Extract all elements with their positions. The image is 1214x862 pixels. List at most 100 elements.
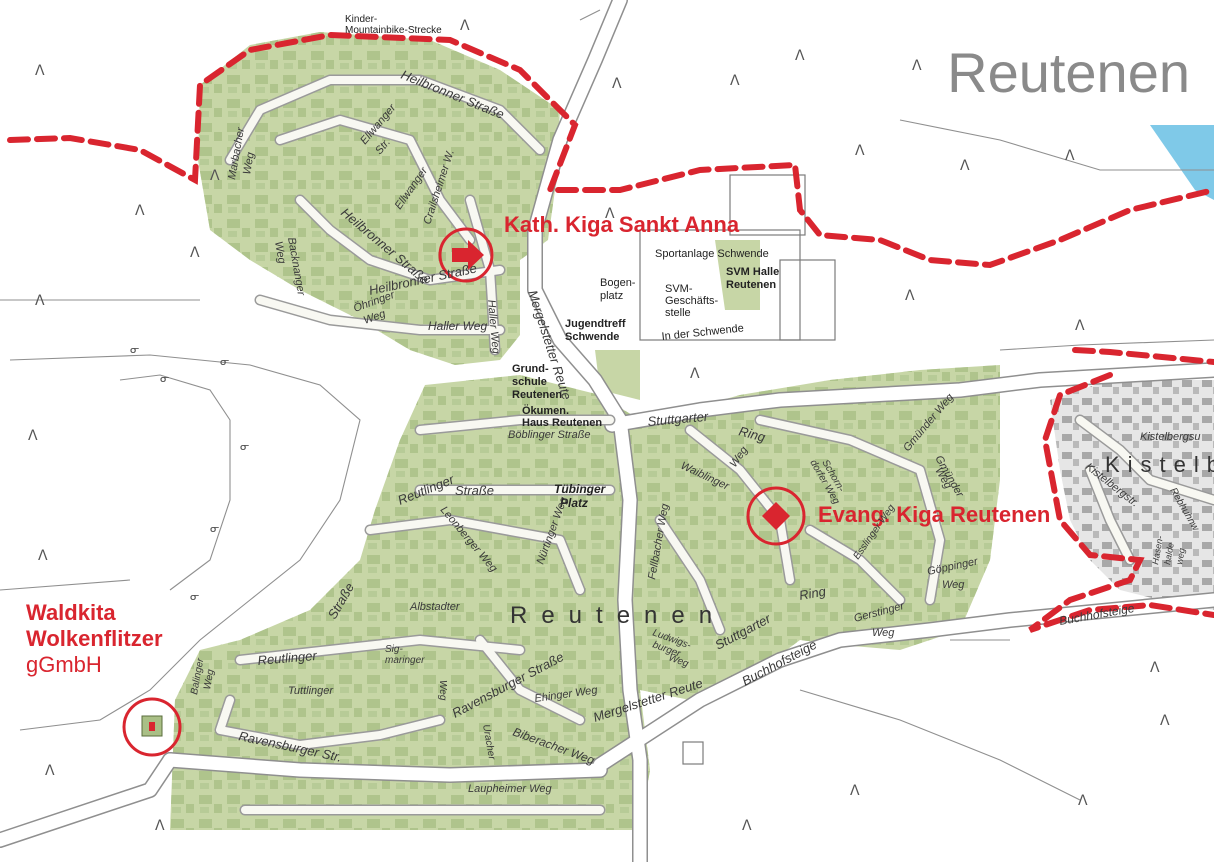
marker-ring [438, 227, 494, 283]
marker-ring [746, 486, 806, 546]
waldkita-label-line2: Wolkenflitzer [26, 626, 163, 651]
svg-text:Λ: Λ [210, 168, 220, 184]
haller-weg-label: Haller Weg [428, 319, 487, 333]
svm-geschaeft-label-3: stelle [665, 307, 691, 319]
kiga-reutenen-label: Evang. Kiga Reutenen [818, 502, 1050, 527]
mtb-label-1: Kinder- [345, 14, 377, 25]
sportanlage-label: Sportanlage Schwende [655, 248, 769, 260]
mtb-label-2: Mountainbike-Strecke [345, 25, 442, 36]
svg-text:Λ: Λ [905, 288, 915, 304]
reutlinger-label-2: Straße [455, 483, 494, 498]
goeppinger-label-2: Weg [942, 579, 965, 591]
svm-geschaeft-label-1: SVM- [665, 283, 693, 295]
grundschule-label-2: schule [512, 376, 547, 388]
kiga-reutenen-marker[interactable]: Evang. Kiga Reutenen [746, 486, 1050, 546]
jugendtreff-label-2: Schwende [565, 331, 619, 343]
waldkita-label-line3: gGmbH [26, 652, 102, 677]
sportanlage-outline [639, 174, 836, 765]
marker-ring [122, 697, 182, 757]
diamond-icon [762, 502, 790, 530]
bogenplatz-label-1: Bogen- [600, 277, 636, 289]
waldkita-marker[interactable]: Waldkita Wolkenflitzer gGmbH [26, 600, 182, 757]
sigmaringer-label-1: Sig- [385, 644, 403, 655]
svg-text:Λ: Λ [38, 548, 48, 564]
sigmaringer-label-3: Weg [437, 680, 448, 701]
haller-weg-label-2: Haller Weg [485, 299, 502, 355]
svg-text:Λ: Λ [1065, 148, 1075, 164]
tuebinger-label-1: Tübinger [554, 482, 607, 496]
map-title: Reutenen [947, 41, 1190, 104]
svg-text:Λ: Λ [1075, 318, 1085, 334]
neighbor-district-label: Kistelb [1105, 452, 1214, 477]
svg-text:ᓂ: ᓂ [160, 372, 169, 385]
svg-text:Λ: Λ [155, 818, 165, 834]
svg-text:Λ: Λ [612, 76, 622, 92]
svg-text:Λ: Λ [960, 158, 970, 174]
svg-text:Λ: Λ [45, 763, 55, 779]
oekumen-label-2: Haus Reutenen [522, 417, 602, 429]
balinger-label-2: Weg [202, 668, 216, 690]
tuebinger-label-2: Platz [560, 496, 588, 510]
marbacher-label-2: Weg [241, 150, 257, 175]
jugendtreff-label-1: Jugendtreff [565, 318, 626, 330]
svg-text:ᓂ: ᓂ [130, 343, 139, 356]
svg-text:Λ: Λ [190, 245, 200, 261]
hasenweg-label-1: Hasen- [1150, 535, 1165, 565]
reutlinger-label-3: Reutlinger [257, 648, 318, 668]
svg-text:Λ: Λ [135, 203, 145, 219]
svg-text:Λ: Λ [742, 818, 752, 834]
house-icon-door [149, 722, 155, 731]
backnanger-label-2: Weg [272, 240, 288, 265]
sigmaringer-label-2: maringer [385, 655, 425, 666]
svg-text:ᓂ: ᓂ [220, 355, 229, 368]
svg-text:Λ: Λ [35, 63, 45, 79]
water-area [1150, 125, 1214, 200]
kistelbergsu-label: Kistelbergsu [1140, 431, 1201, 443]
svg-text:Λ: Λ [460, 18, 470, 34]
svg-text:Λ: Λ [730, 73, 740, 89]
hasenweg-label-2: halde [1162, 542, 1176, 565]
kiga-sankt-anna-marker[interactable]: Kath. Kiga Sankt Anna [438, 212, 740, 283]
svg-text:Λ: Λ [850, 783, 860, 799]
grundschule-label-1: Grund- [512, 363, 549, 375]
svg-text:Λ: Λ [28, 428, 38, 444]
place-labels: Kinder- Mountainbike-Strecke Sportanlage… [345, 14, 779, 510]
svg-text:ᓂ: ᓂ [210, 522, 219, 535]
boeblinger-label: Böblinger Straße [508, 429, 591, 441]
gerstinger-label-2: Weg [872, 627, 895, 639]
stuttgarter-ring-label-2: Ring [737, 423, 767, 445]
bogenplatz-label-2: platz [600, 290, 623, 302]
svg-text:Λ: Λ [1078, 793, 1088, 809]
svm-halle-label-2: Reutenen [726, 279, 776, 291]
svm-geschaeft-label-2: Geschäfts- [665, 295, 719, 307]
tuttlinger-label: Tuttlinger [288, 685, 334, 697]
stuttgarter-ring-label-1: Stuttgarter [647, 409, 709, 429]
kiga-sankt-anna-label: Kath. Kiga Sankt Anna [504, 212, 740, 237]
svm-halle-label-1: SVM Halle [726, 266, 779, 278]
svg-text:Λ: Λ [1150, 660, 1160, 676]
svg-text:Λ: Λ [855, 143, 865, 159]
district-label: Reutenen [510, 602, 726, 629]
svg-text:Λ: Λ [912, 58, 922, 74]
terrain-outlines [0, 9, 1214, 801]
waldkita-label-line1: Waldkita [26, 600, 116, 625]
laupheimer-label: Laupheimer Weg [468, 783, 552, 795]
albstadter-label: Albstadter [409, 601, 461, 613]
terrain-symbols: Λ Λ Λ Λ Λ Λ Λ Λ Λ Λ Λ Λ Λ Λ Λ Λ Λ Λ Λ Λ Λ Λ Λ Λ Λ Λ ᓂ ᓂ ᓂ ᓂ… [28, 18, 1170, 834]
hasenweg-label-3: weg [1174, 547, 1187, 565]
residential-areas [170, 32, 1000, 830]
svg-text:Λ: Λ [35, 293, 45, 309]
svg-text:ᓂ: ᓂ [190, 590, 199, 603]
oekumen-label-1: Ökumen. [522, 404, 569, 417]
svg-text:Λ: Λ [690, 366, 700, 382]
svg-text:Λ: Λ [1160, 713, 1170, 729]
arrow-icon [452, 240, 484, 270]
svg-text:Λ: Λ [795, 48, 805, 64]
svg-text:ᓂ: ᓂ [240, 440, 249, 453]
grundschule-label-3: Reutenen [512, 389, 562, 401]
stuttgarter-ring-label-4: Ring [798, 583, 828, 603]
district-boundary [7, 31, 1214, 633]
svg-text:Λ: Λ [605, 206, 615, 222]
